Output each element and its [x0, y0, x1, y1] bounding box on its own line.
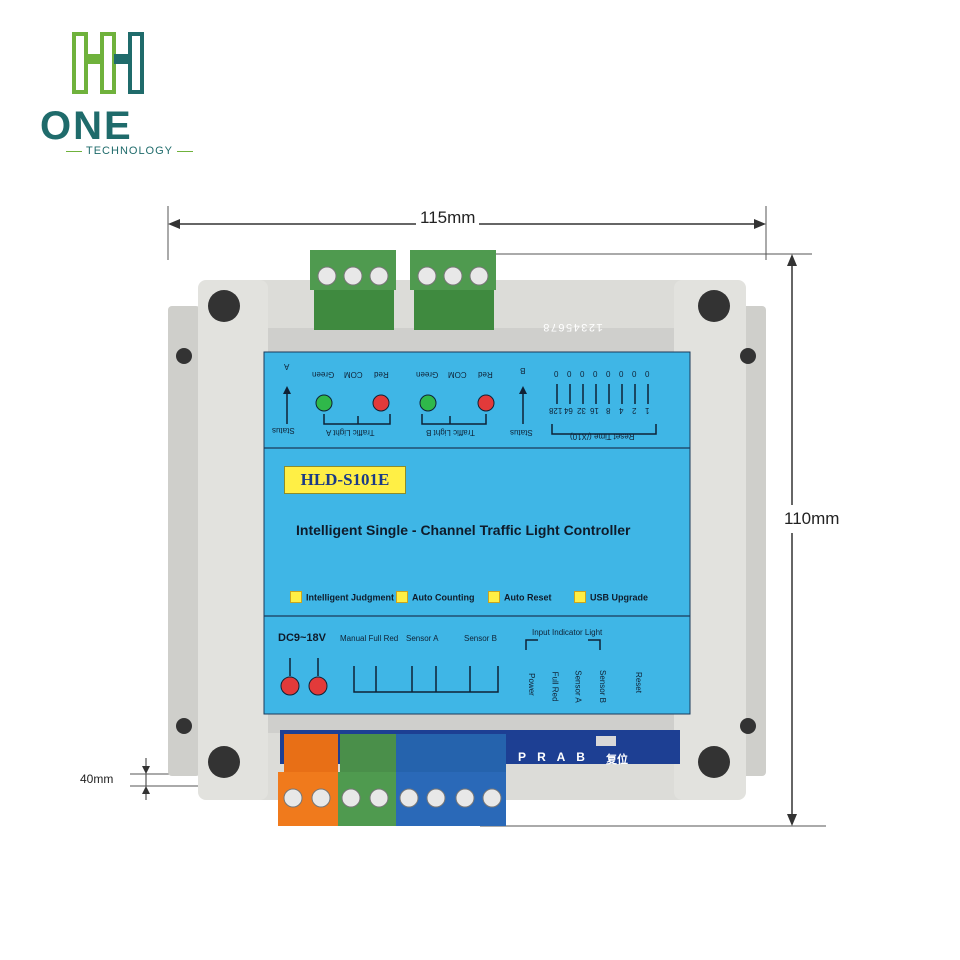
reset-value-8: 8	[606, 406, 611, 415]
status-a-label: Status	[272, 426, 295, 435]
reset-value-16: 16	[590, 406, 599, 415]
feature-2-label: Auto Counting	[412, 592, 475, 603]
sensor-a-label: Sensor A	[406, 634, 439, 643]
input-indicator-label: Input Indicator Light	[532, 628, 603, 637]
full-red-led-label: Full Red	[550, 671, 560, 702]
check-icon	[574, 591, 586, 603]
height-label: 110mm	[784, 505, 840, 533]
power-led-label: Power	[526, 673, 536, 696]
device-body-image	[168, 250, 766, 826]
feature-2: Auto Counting	[396, 591, 475, 604]
zero-3: 0	[580, 370, 585, 379]
red-b-label: Red	[478, 370, 493, 379]
zero-2: 0	[567, 370, 572, 379]
reset-value-32: 32	[577, 406, 586, 415]
reset-cn-label: 复位	[606, 754, 628, 766]
traffic-light-b-label: Traffic Light B	[426, 428, 475, 437]
reset-label: Reset	[633, 672, 643, 693]
logo-subtitle: TECHNOLOGY	[62, 145, 197, 157]
feature-3: Auto Reset	[488, 591, 552, 604]
depth-label: 40mm	[80, 772, 114, 786]
red-a-label: Red	[374, 370, 389, 379]
com-b-label: COM	[448, 370, 467, 379]
controller-device: Status A Green COM Red Traffic Light A G…	[160, 248, 780, 828]
green-b-label: Green	[416, 370, 439, 379]
led-labels: P R A B	[518, 750, 589, 764]
model-tag: HLD-S101E	[284, 466, 406, 494]
reset-value-128: 128	[549, 406, 563, 415]
check-icon	[488, 591, 500, 603]
sensor-b-label: Sensor B	[464, 634, 497, 643]
manual-full-red-label: Manual Full Red	[340, 634, 399, 643]
feature-4-label: USB Upgrade	[590, 592, 649, 603]
green-a-label: Green	[312, 370, 335, 379]
zero-1: 0	[554, 370, 559, 379]
sensor-a-led-label: Sensor A	[573, 670, 583, 703]
feature-3-label: Auto Reset	[504, 592, 552, 603]
b-label: B	[520, 366, 526, 375]
feature-1: Intelligent Judgment	[290, 591, 395, 604]
status-b-label: Status	[510, 428, 533, 437]
zero-4: 0	[593, 370, 598, 379]
zero-5: 0	[606, 370, 611, 379]
com-a-label: COM	[344, 370, 363, 379]
dip-numbers: 12345678	[542, 320, 603, 332]
zero-6: 0	[619, 370, 624, 379]
product-title: Intelligent Single - Channel Traffic Lig…	[296, 522, 631, 538]
width-label: 115mm	[416, 208, 480, 228]
logo-word: ONE	[40, 104, 133, 148]
logo-mark-icon	[72, 32, 144, 94]
reset-time-label: Reset Time (/X10)	[570, 432, 635, 441]
feature-4: USB Upgrade	[574, 591, 649, 604]
power-input-label: DC9~18V	[278, 632, 327, 644]
feature-1-label: Intelligent Judgment	[306, 592, 395, 603]
zero-7: 0	[632, 370, 637, 379]
reset-value-2: 2	[632, 406, 637, 415]
sensor-b-led-label: Sensor B	[597, 670, 607, 703]
check-icon	[396, 591, 408, 603]
reset-value-1: 1	[645, 406, 650, 415]
traffic-light-a-label: Traffic Light A	[326, 428, 375, 437]
a-label: A	[284, 362, 290, 371]
reset-value-4: 4	[619, 406, 624, 415]
company-logo	[38, 26, 188, 161]
reset-value-64: 64	[564, 406, 573, 415]
check-icon	[290, 591, 302, 603]
zero-8: 0	[645, 370, 650, 379]
